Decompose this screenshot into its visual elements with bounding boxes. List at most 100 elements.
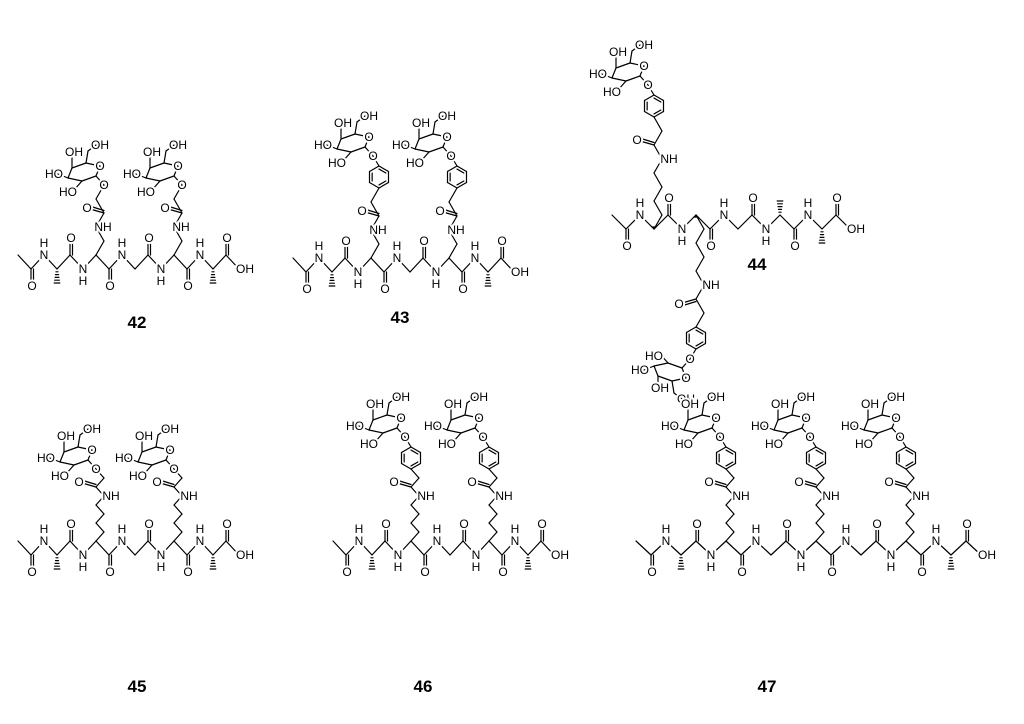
amide-n-label: N	[157, 548, 166, 562]
bond	[436, 425, 448, 431]
backbone-bond	[875, 540, 892, 556]
carbonyl-oxygen-label: O	[419, 234, 428, 248]
side-chain-bond	[95, 486, 105, 497]
mannose-ring-bond	[137, 461, 153, 466]
glycosidic-oxygen-label: O	[643, 78, 652, 92]
backbone-bond	[134, 540, 149, 556]
amide-h-label: H	[797, 560, 806, 574]
ring-oxygen-label: O	[639, 59, 648, 73]
side-chain-bond	[488, 504, 498, 515]
c6-bond	[701, 402, 705, 416]
backbone-bond	[514, 540, 529, 556]
bond	[883, 396, 893, 404]
backbone-bond	[225, 254, 240, 270]
amide-nh-label: NH	[912, 489, 929, 503]
side-chain-bond	[653, 200, 663, 216]
side-chain-bond	[815, 486, 825, 497]
ether-bond	[173, 468, 183, 479]
mannose-ring-bond	[881, 414, 897, 419]
glycosidic-bond	[801, 427, 811, 438]
hydroxyl-label: HO	[129, 469, 147, 483]
phenyl-double-bond	[905, 449, 914, 455]
amide-n-label: N	[40, 248, 49, 262]
mannose-ring-bond	[85, 162, 101, 167]
backbone-bond	[860, 540, 877, 556]
amide-n-label: N	[354, 265, 363, 279]
glycosidic-bond	[396, 427, 406, 438]
carbonyl-oxygen-label: O	[66, 517, 75, 531]
carbonyl-oxygen-label: O	[420, 565, 429, 579]
bond	[49, 457, 61, 463]
phenyl-ring-bond	[895, 446, 907, 454]
c6-bond	[629, 50, 633, 64]
mannose-ring-bond	[67, 167, 73, 179]
phenyl-ring-bond	[488, 446, 500, 454]
bond	[73, 180, 83, 191]
ring-oxygen-label: O	[681, 371, 690, 385]
backbone-bond	[383, 257, 398, 273]
bond	[601, 73, 613, 79]
side-chain-bond	[410, 495, 420, 506]
glycosidic-oxygen-label: O	[685, 352, 694, 366]
amide-nh-label: NH	[447, 223, 464, 237]
mannose-ring-bond	[639, 65, 645, 77]
phenyl-ring-bond	[685, 342, 697, 350]
amide-n-label: N	[118, 534, 127, 548]
amide-n-label: N	[472, 548, 481, 562]
amide-n-label: N	[118, 248, 127, 262]
side-chain-bond	[95, 504, 105, 515]
carbonyl-oxygen-label: O	[222, 517, 231, 531]
glycosidic-oxygen-label: O	[177, 178, 186, 192]
phenyl-ring-bond	[725, 446, 737, 454]
phenyl-ring-bond	[815, 446, 827, 454]
backbone-bond	[665, 540, 682, 556]
phenyl-ring-bond	[378, 165, 390, 173]
bond	[793, 396, 803, 404]
bond	[869, 432, 879, 443]
amide-n-label: N	[511, 534, 520, 548]
phenyl-ring-bond	[400, 462, 412, 470]
side-chain-bond	[653, 130, 663, 146]
phenyl-double-bond	[488, 449, 497, 455]
mannose-ring-bond	[336, 148, 352, 153]
backbone-bond	[835, 214, 851, 230]
amide-n-label: N	[720, 208, 729, 222]
amide-n-label: N	[79, 548, 88, 562]
side-chain-bond	[448, 229, 458, 245]
carbonyl-bond	[639, 140, 655, 146]
phenyl-ring-bond	[410, 446, 422, 454]
hydroxyl-label: OH	[65, 145, 83, 159]
hydroxyl-label: OH	[438, 109, 456, 123]
carbonyl-bond	[397, 479, 412, 486]
amide-nh-label: NH	[94, 220, 111, 234]
backbone-bond	[740, 540, 757, 556]
side-chain-bond	[815, 513, 825, 524]
mannose-ring-bond	[151, 459, 167, 466]
backbone-bond	[173, 540, 188, 556]
hydroxyl-label: OH	[143, 145, 161, 159]
mannose-ring-bond	[615, 62, 631, 69]
mannose-ring-bond	[145, 167, 151, 179]
mannose-ring-bond	[701, 414, 717, 419]
hydroxyl-label: HO	[855, 437, 873, 451]
carbonyl-oxygen-label: O	[674, 297, 683, 311]
backbone-bond	[82, 540, 97, 556]
glycosidic-bond	[173, 175, 183, 186]
mannose-ring-bond	[73, 459, 89, 466]
bond	[617, 80, 627, 91]
amide-n-label: N	[432, 265, 441, 279]
backbone-bond	[890, 540, 907, 556]
carbonyl-oxygen-label: O	[144, 517, 153, 531]
side-chain-bond	[695, 242, 705, 258]
mannose-ring-bond	[446, 419, 452, 431]
backbone-bond	[17, 540, 32, 556]
bond	[434, 115, 444, 123]
backbone-bond	[821, 214, 837, 230]
carboxylic-oh-label: OH	[236, 548, 254, 562]
mannose-ring-bond	[474, 417, 480, 429]
carbonyl-oxygen-label: O	[183, 565, 192, 579]
side-chain-bond	[695, 312, 705, 328]
bond	[127, 457, 139, 463]
mannose-ring-bond	[432, 133, 448, 138]
amide-h-label: H	[196, 236, 205, 250]
